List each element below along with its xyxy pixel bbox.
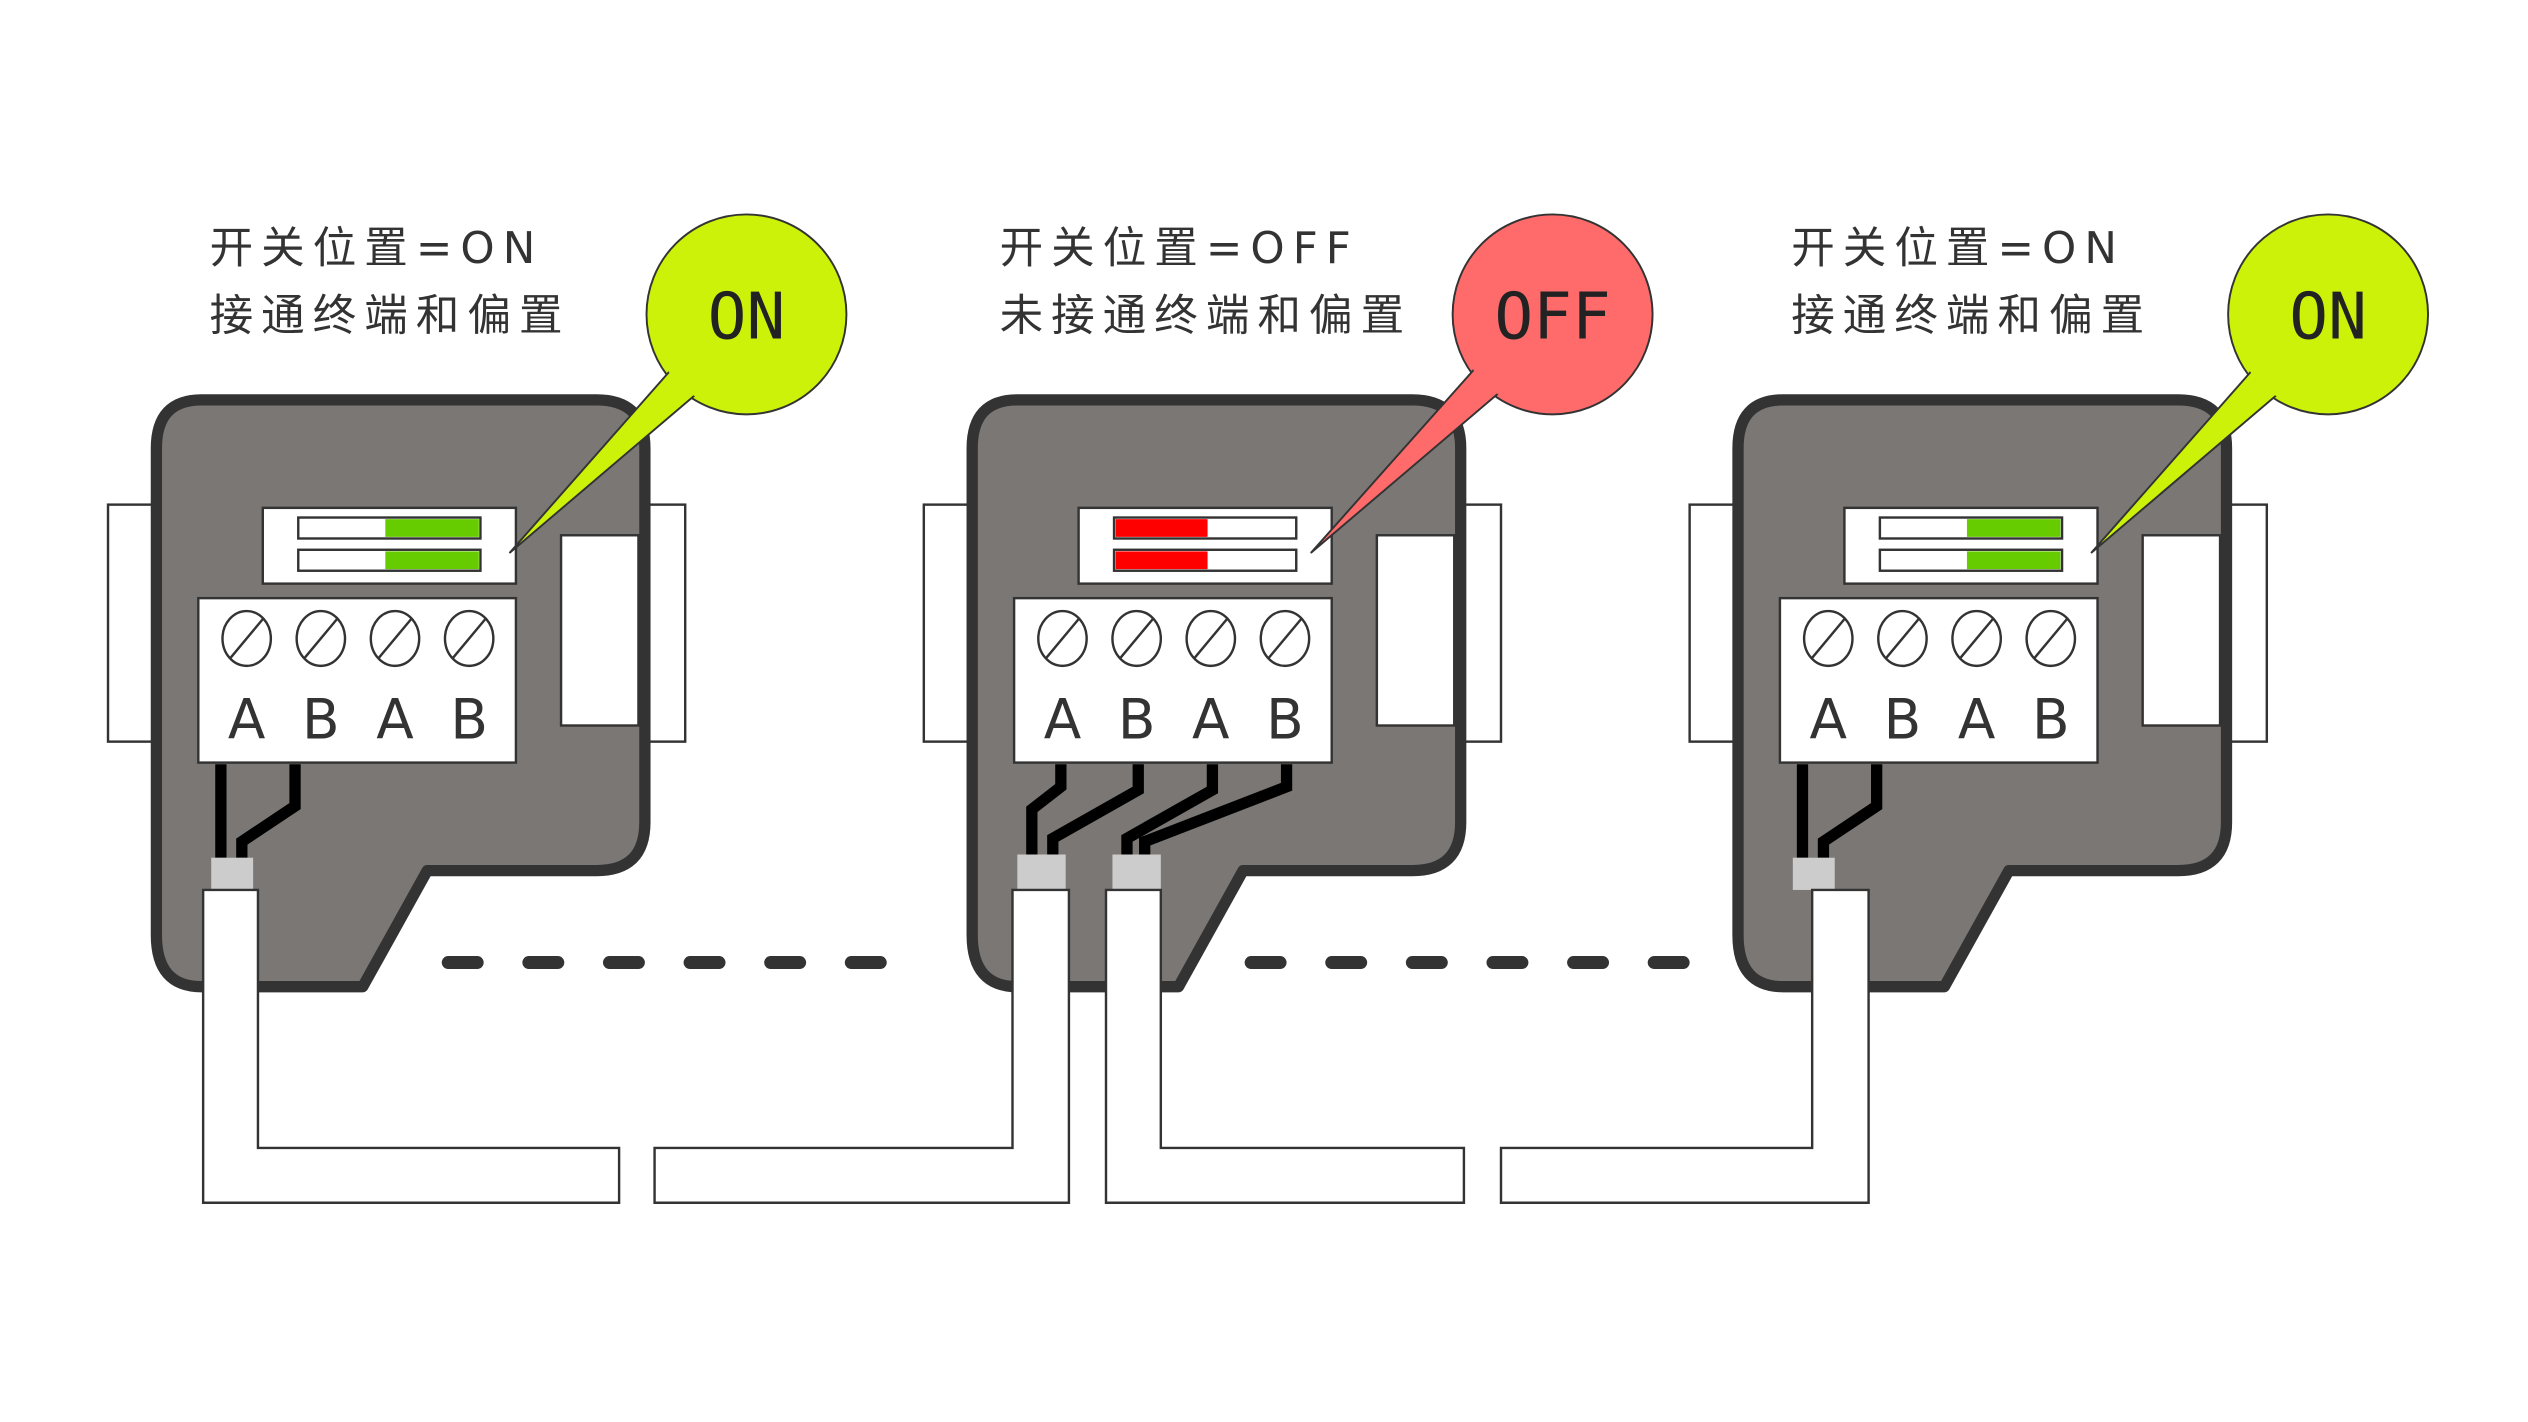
terminal-label: A: [1192, 687, 1230, 751]
bubble-label: OFF: [1494, 280, 1610, 355]
label-description: 未接通终端和偏置: [1000, 292, 1413, 342]
terminal-label: B: [1118, 687, 1156, 751]
connector-window: [2141, 534, 2222, 727]
screw-slot: [229, 618, 264, 659]
wire: [1026, 764, 1293, 855]
cable-plug: [1017, 854, 1066, 890]
label-switch-position: 开关位置=OFF: [1000, 224, 1359, 274]
screw-slot: [1119, 618, 1154, 659]
terminal-label: B: [1266, 687, 1304, 751]
label-switch-position: 开关位置=ON: [1791, 224, 2125, 274]
dip-switch-off: [1115, 551, 1208, 570]
wire: [215, 764, 301, 858]
terminal-label: A: [1044, 687, 1082, 751]
screw-slot: [452, 618, 487, 659]
screw-slot: [1959, 618, 1994, 659]
bubble-cover: [2231, 217, 2425, 412]
bubble-label: ON: [708, 280, 786, 355]
label-switch-position: 开关位置=ON: [210, 224, 544, 274]
screw-slot: [1045, 618, 1080, 659]
bus-cable: [653, 888, 1071, 1204]
terminal-label: A: [1958, 687, 1996, 751]
terminal-label: B: [450, 687, 488, 751]
side-clip-left: [922, 503, 974, 743]
dip-switch-on: [1966, 551, 2061, 570]
cable-plug: [1112, 854, 1161, 890]
terminal-label: B: [2032, 687, 2070, 751]
dip-switch-off: [1115, 519, 1208, 537]
screw-slot: [1885, 618, 1920, 659]
cable-plug: [211, 857, 254, 890]
terminal-label: A: [1810, 687, 1848, 751]
connector-window: [1375, 534, 1456, 727]
label-description: 接通终端和偏置: [1791, 292, 2152, 342]
bubble-cover: [1455, 217, 1650, 412]
screw-slot: [377, 618, 413, 659]
bus-cable: [1104, 888, 1466, 1204]
terminal-label: B: [1884, 687, 1922, 751]
screw-slot: [303, 618, 338, 659]
connector-window: [559, 534, 640, 727]
label-description: 接通终端和偏置: [210, 292, 571, 342]
bubble-cover: [649, 217, 844, 412]
cable-plug: [1792, 857, 1835, 890]
side-clip-left: [1688, 503, 1740, 743]
dip-switch-on: [385, 519, 479, 537]
screw-slot: [1267, 618, 1303, 659]
screw-slot: [1193, 618, 1228, 659]
dip-switch-on: [385, 551, 479, 570]
terminal-label: A: [228, 687, 266, 751]
terminal-label: A: [376, 687, 414, 751]
side-clip-left: [106, 503, 158, 743]
screw-slot: [1811, 618, 1846, 659]
screw-slot: [2033, 618, 2068, 659]
bus-cable: [201, 888, 621, 1204]
wire: [1796, 764, 1883, 858]
terminal-label: B: [302, 687, 340, 751]
bubble-label: ON: [2289, 280, 2367, 355]
dip-switch-on: [1966, 519, 2061, 537]
bus-cable: [1499, 888, 1870, 1204]
